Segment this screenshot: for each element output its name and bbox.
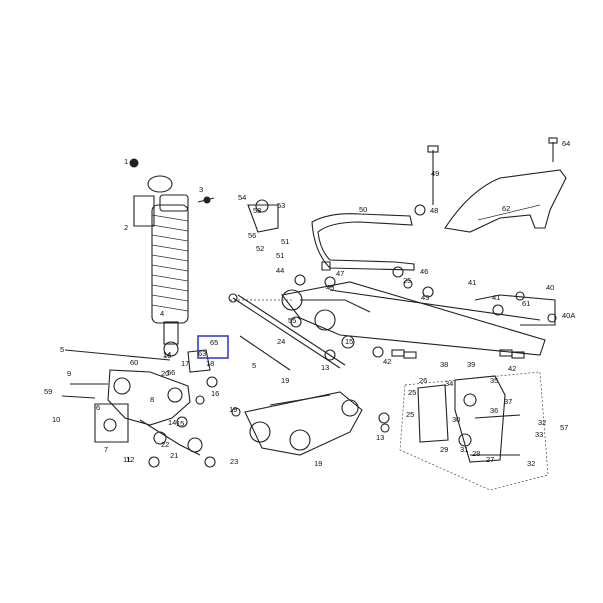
label-11: 11 bbox=[123, 455, 131, 464]
label-62: 62 bbox=[502, 204, 510, 213]
label-64: 64 bbox=[562, 139, 570, 148]
label-56b: 56 bbox=[248, 231, 256, 240]
label-61: 61 bbox=[522, 299, 530, 308]
pivot-shaft bbox=[228, 293, 346, 371]
label-40A: 40A bbox=[562, 311, 575, 320]
label-22: 22 bbox=[161, 440, 169, 449]
label-41a: 41 bbox=[468, 278, 476, 287]
swingarm bbox=[230, 281, 556, 356]
label-40: 40 bbox=[546, 283, 554, 292]
label-3: 3 bbox=[199, 185, 203, 194]
label-35: 35 bbox=[490, 376, 498, 385]
label-26: 26 bbox=[419, 376, 427, 385]
label-51b: 51 bbox=[276, 251, 284, 260]
label-16a: 16 bbox=[163, 351, 171, 360]
label-19b: 19 bbox=[229, 405, 237, 414]
label-36: 36 bbox=[490, 406, 498, 415]
label-47: 47 bbox=[336, 269, 344, 278]
chain-guard bbox=[444, 169, 567, 233]
label-48: 48 bbox=[430, 206, 438, 215]
label-39: 39 bbox=[467, 360, 475, 369]
label-9: 9 bbox=[67, 369, 71, 378]
label-15b: 15 bbox=[176, 419, 184, 428]
label-49: 49 bbox=[431, 169, 439, 178]
label-29: 29 bbox=[440, 445, 448, 454]
label-45: 45 bbox=[326, 283, 334, 292]
label-54: 54 bbox=[238, 193, 246, 202]
long-bolts bbox=[427, 137, 558, 205]
label-37: 37 bbox=[504, 397, 512, 406]
label-8: 8 bbox=[150, 395, 154, 404]
shock-absorber bbox=[129, 158, 215, 357]
highlight-box bbox=[197, 335, 229, 359]
label-53: 53 bbox=[277, 201, 285, 210]
label-5b: 5 bbox=[252, 361, 256, 370]
label-42b: 42 bbox=[508, 364, 516, 373]
label-59: 59 bbox=[44, 387, 52, 396]
rear-bracket-group bbox=[399, 371, 549, 491]
label-14a: 14 bbox=[163, 350, 171, 359]
label-25a: 25 bbox=[403, 276, 411, 285]
small-parts bbox=[148, 199, 557, 468]
label-15a: 15 bbox=[345, 337, 353, 346]
label-10: 10 bbox=[52, 415, 60, 424]
label-42a: 42 bbox=[383, 357, 391, 366]
label-13b: 13 bbox=[376, 433, 384, 442]
label-2: 2 bbox=[124, 223, 128, 232]
label-19c: 19 bbox=[314, 459, 322, 468]
label-25c: 25 bbox=[406, 410, 414, 419]
label-52: 52 bbox=[256, 244, 264, 253]
label-31: 31 bbox=[460, 445, 468, 454]
label-57: 57 bbox=[560, 423, 568, 432]
label-32b: 32 bbox=[527, 459, 535, 468]
label-7: 7 bbox=[104, 445, 108, 454]
label-4: 4 bbox=[160, 309, 164, 318]
label-28: 28 bbox=[472, 449, 480, 458]
label-46: 46 bbox=[420, 267, 428, 276]
label-6: 6 bbox=[96, 403, 100, 412]
label-65: 65 bbox=[210, 338, 218, 347]
label-60: 60 bbox=[130, 358, 138, 367]
label-18: 18 bbox=[206, 359, 214, 368]
label-13a: 13 bbox=[321, 363, 329, 372]
label-55: 55 bbox=[288, 316, 296, 325]
label-32a: 32 bbox=[538, 418, 546, 427]
label-24: 24 bbox=[277, 337, 285, 346]
label-17: 17 bbox=[181, 359, 189, 368]
label-33: 33 bbox=[535, 430, 543, 439]
label-41b: 41 bbox=[492, 293, 500, 302]
label-34: 34 bbox=[445, 379, 453, 388]
label-5a: 5 bbox=[60, 345, 64, 354]
label-25b: 25 bbox=[408, 388, 416, 397]
label-63: 63 bbox=[198, 349, 206, 358]
label-56a: 56 bbox=[167, 368, 175, 377]
label-50: 50 bbox=[359, 205, 367, 214]
label-51a: 51 bbox=[281, 237, 289, 246]
label-27: 27 bbox=[486, 455, 494, 464]
label-20: 20 bbox=[161, 369, 169, 378]
label-44: 44 bbox=[276, 266, 284, 275]
linkage-rocker bbox=[244, 391, 363, 456]
label-58: 58 bbox=[253, 206, 261, 215]
label-38: 38 bbox=[440, 360, 448, 369]
label-30: 30 bbox=[452, 415, 460, 424]
part-number-labels: 1 2 3 4 5 5 6 7 8 9 10 11 12 13 13 14 14… bbox=[44, 139, 575, 468]
label-23: 23 bbox=[230, 457, 238, 466]
label-16b: 16 bbox=[211, 389, 219, 398]
label-12: 12 bbox=[126, 455, 134, 464]
label-14b: 14 bbox=[168, 418, 176, 427]
label-19a: 19 bbox=[281, 376, 289, 385]
label-43: 43 bbox=[421, 293, 429, 302]
label-21: 21 bbox=[170, 451, 178, 460]
label-1: 1 bbox=[124, 157, 128, 166]
chain-guide bbox=[311, 213, 415, 271]
linkage-bracket bbox=[61, 349, 203, 456]
